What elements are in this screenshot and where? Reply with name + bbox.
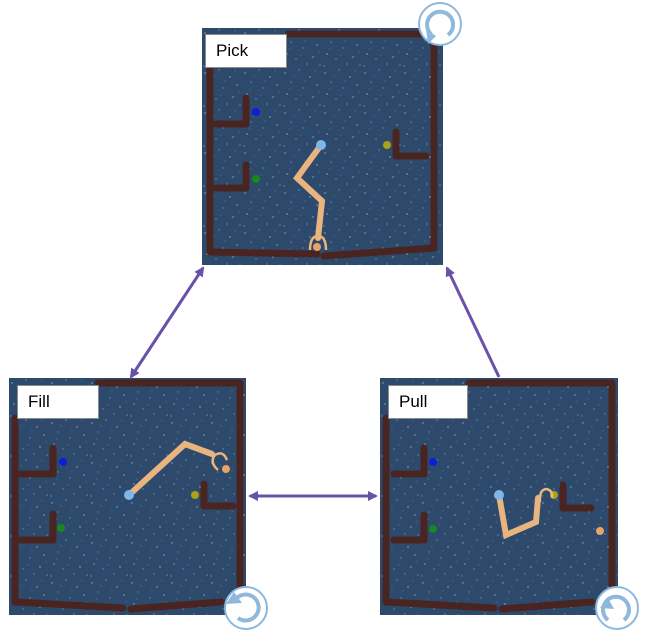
green-marker <box>57 524 65 532</box>
yellow-marker <box>191 491 199 499</box>
gripper <box>308 234 328 251</box>
fill-panel: Fill <box>9 378 246 615</box>
reset-cycle-icon <box>595 586 639 630</box>
ball <box>313 243 321 251</box>
arena-walls <box>11 379 244 613</box>
blue-marker <box>59 458 67 466</box>
gripper <box>538 487 554 503</box>
yellow-marker <box>383 141 391 149</box>
robot-arm <box>293 142 326 241</box>
gripper <box>211 452 229 471</box>
robot-arm <box>126 440 215 498</box>
pull-panel: Pull <box>380 378 618 615</box>
arm-base <box>494 490 504 500</box>
arena-walls <box>382 379 616 613</box>
blue-marker <box>252 108 260 116</box>
ball <box>596 527 604 535</box>
fill-label: Fill <box>17 385 99 419</box>
blue-marker <box>429 458 437 466</box>
green-marker <box>429 525 437 533</box>
arena-walls <box>206 30 438 260</box>
pick-label: Pick <box>205 34 287 68</box>
pull-pick-arrow <box>445 266 501 378</box>
pull-label: Pull <box>388 385 468 419</box>
ball <box>222 465 230 473</box>
reset-cycle-icon <box>224 586 268 630</box>
robot-arm <box>496 492 541 540</box>
arm-base <box>124 490 134 500</box>
pick-fill-arrow <box>129 266 205 379</box>
reset-cycle-icon <box>418 2 462 46</box>
pick-panel: Pick <box>202 28 443 265</box>
pick-scene <box>202 28 443 265</box>
green-marker <box>252 175 260 183</box>
arm-base <box>316 140 326 150</box>
